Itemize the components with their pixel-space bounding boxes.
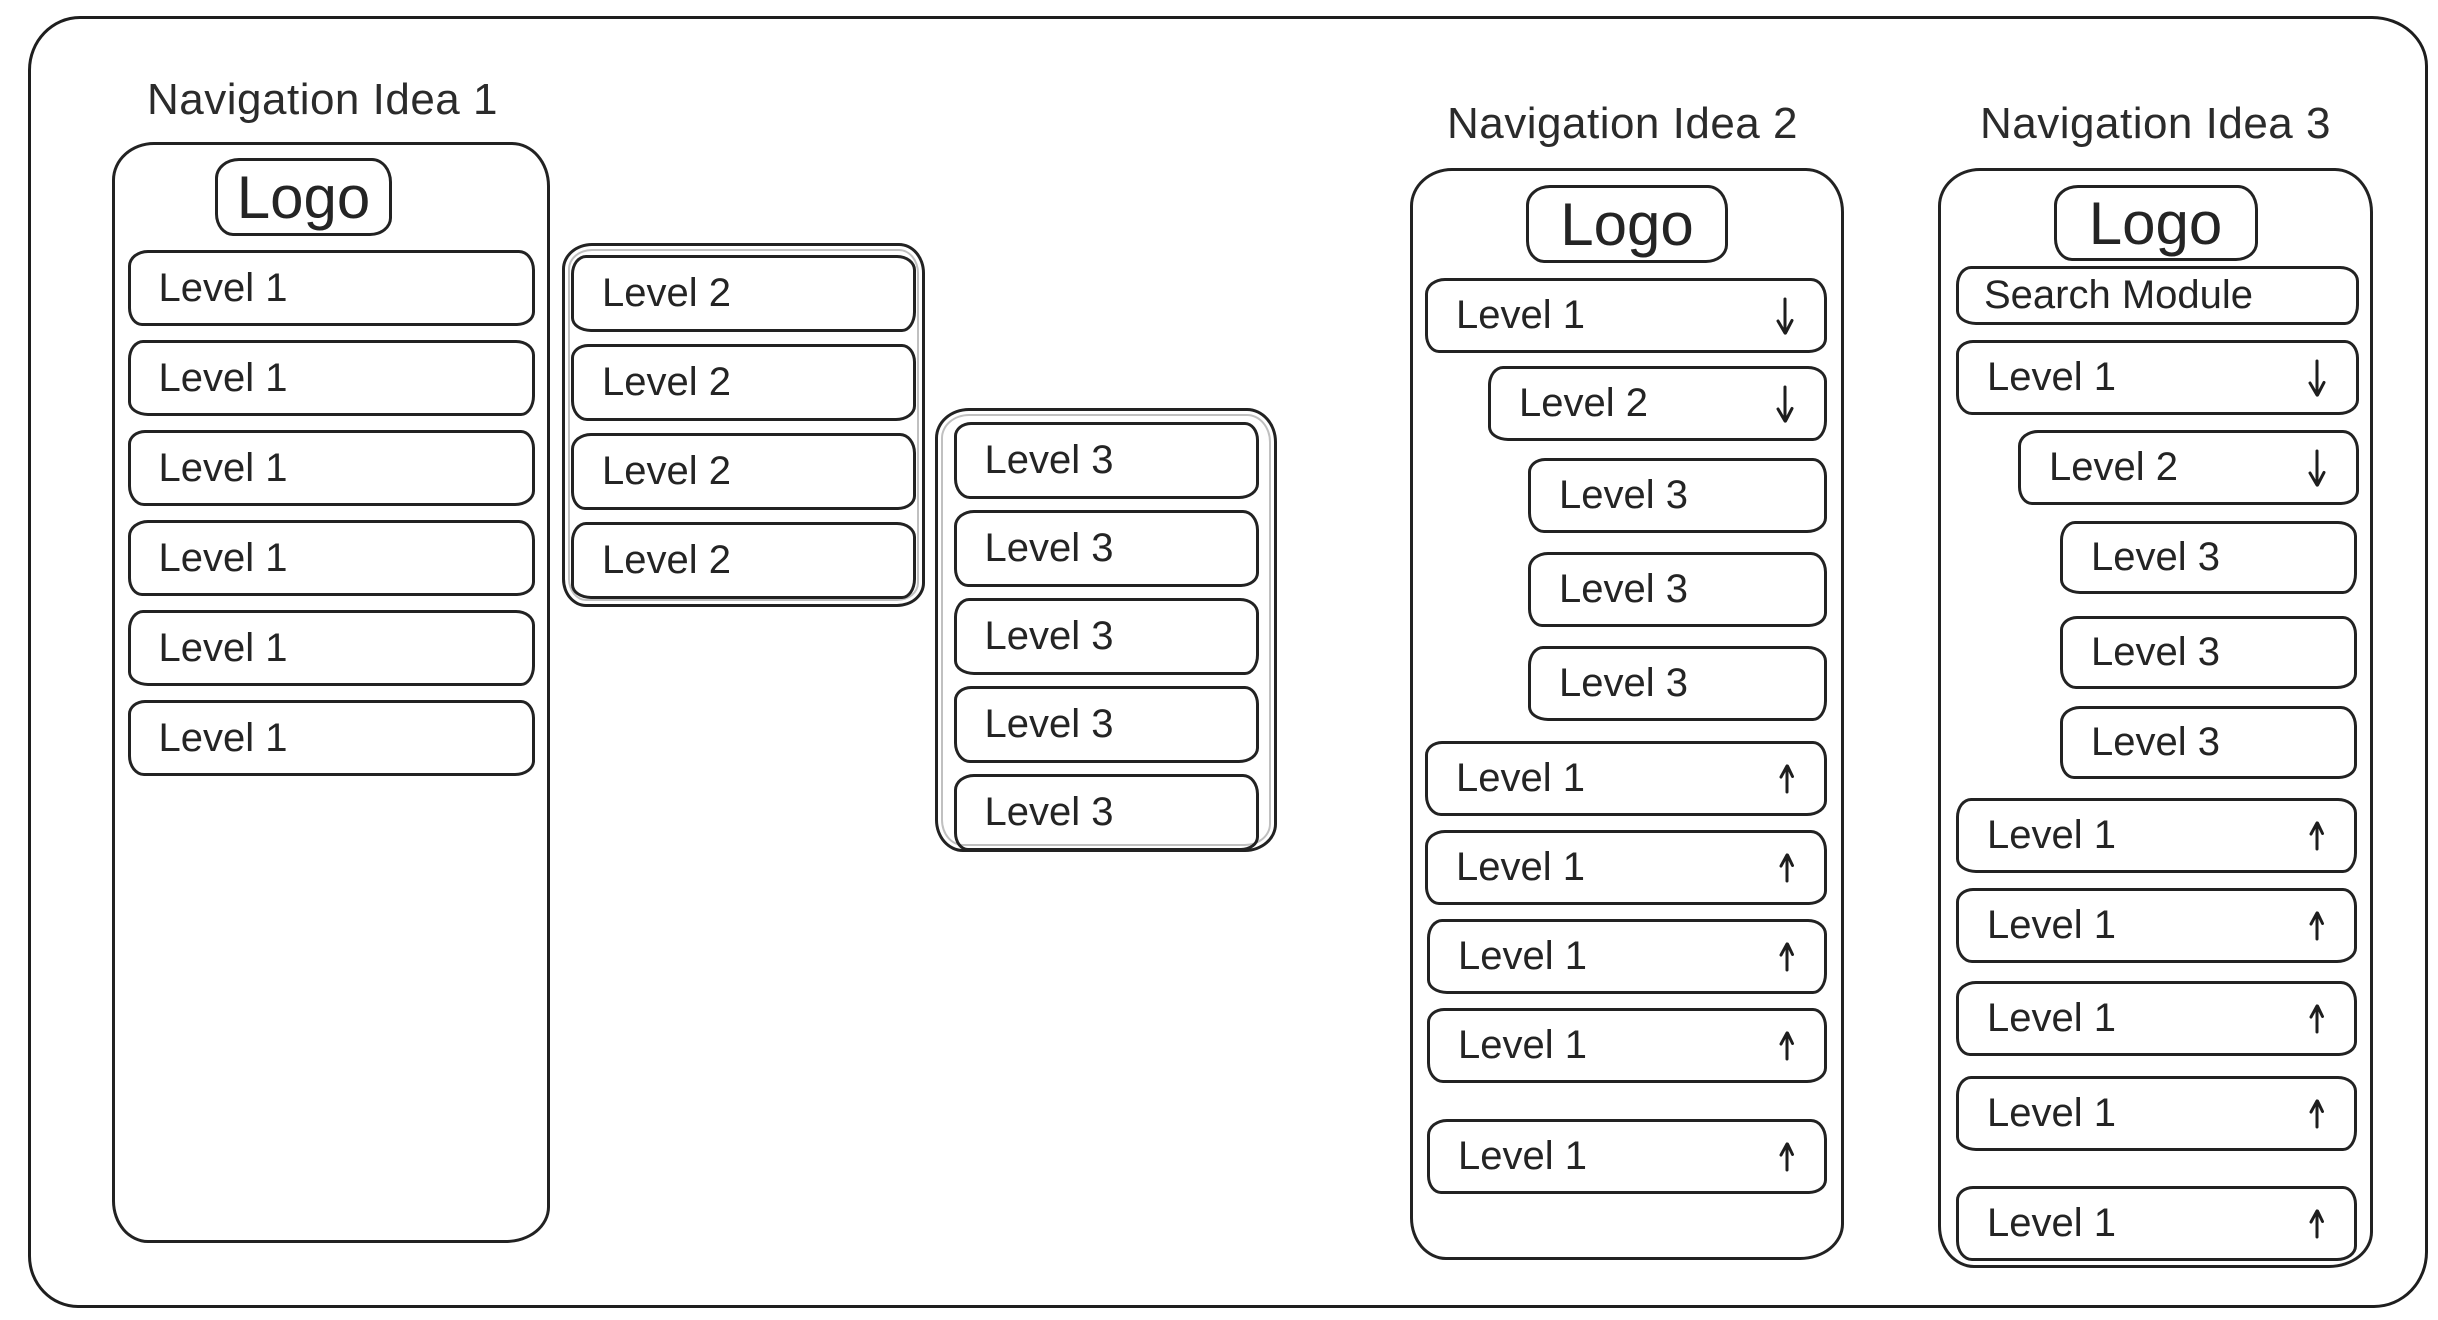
nav1-flyout-item-level3[interactable]: Level 3 xyxy=(953,510,1259,587)
nav1-item-level1[interactable]: Level 1 xyxy=(127,700,535,776)
nav1-logo[interactable]: Logo xyxy=(215,158,392,236)
nav1-level2-flyout: Level 2 Level 2 Level 2 Level 2 xyxy=(562,243,925,607)
nav3-item-level1-expanded[interactable]: Level 1 xyxy=(1956,340,2359,415)
nav3-item-level1-collapsed[interactable]: Level 1 xyxy=(1956,1186,2357,1261)
nav3-logo[interactable]: Logo xyxy=(2053,185,2258,261)
nav2-item-level1-collapsed[interactable]: Level 1 xyxy=(1425,741,1827,816)
nav1-item-level1[interactable]: Level 1 xyxy=(127,430,535,506)
arrow-down-icon xyxy=(2308,449,2326,486)
nav1-item-level1[interactable]: Level 1 xyxy=(127,610,535,686)
nav-item-label: Level 1 xyxy=(1987,1201,2116,1245)
nav3-title: Navigation Idea 3 xyxy=(1980,99,2331,148)
nav3-item-level2-expanded[interactable]: Level 2 xyxy=(2018,430,2359,505)
arrow-up-icon xyxy=(2309,1004,2324,1033)
nav2-item-level1-collapsed[interactable]: Level 1 xyxy=(1427,919,1827,994)
nav-item-label: Level 1 xyxy=(1987,1091,2116,1135)
arrow-up-icon xyxy=(2309,1099,2324,1128)
arrow-down-icon xyxy=(1776,385,1794,422)
nav-item-label: Level 1 xyxy=(1987,903,2116,947)
nav-item-label: Level 2 xyxy=(1519,381,1648,425)
arrow-up-icon xyxy=(2309,821,2324,850)
nav2-item-level2-expanded[interactable]: Level 2 xyxy=(1488,366,1827,441)
nav2-item-level3[interactable]: Level 3 xyxy=(1528,458,1827,533)
nav2-title: Navigation Idea 2 xyxy=(1447,99,1798,148)
nav3-item-level1-collapsed[interactable]: Level 1 xyxy=(1956,888,2357,963)
nav2-item-level1-collapsed[interactable]: Level 1 xyxy=(1427,1119,1827,1194)
arrow-up-icon xyxy=(1779,853,1794,882)
nav-item-label: Level 1 xyxy=(1987,996,2116,1040)
nav3-item-level3[interactable]: Level 3 xyxy=(2060,616,2357,689)
nav3-item-level1-collapsed[interactable]: Level 1 xyxy=(1956,981,2357,1056)
nav-item-label: Level 2 xyxy=(2049,445,2178,489)
arrow-up-icon xyxy=(1779,942,1794,971)
arrow-down-icon xyxy=(2308,359,2326,396)
nav1-level3-flyout: Level 3 Level 3 Level 3 Level 3 Level 3 xyxy=(935,408,1277,852)
nav-item-label: Level 1 xyxy=(1987,355,2116,399)
arrow-up-icon xyxy=(2309,911,2324,940)
nav2-panel: Logo Level 1 Level 2 Level 3 Level 3 Lev… xyxy=(1410,168,1844,1260)
arrow-up-icon xyxy=(1779,1142,1794,1171)
nav2-item-level1-expanded[interactable]: Level 1 xyxy=(1425,278,1827,353)
nav1-flyout-item-level2[interactable]: Level 2 xyxy=(571,522,916,599)
arrow-up-icon xyxy=(2309,1209,2324,1238)
nav3-panel: Logo Search Module Level 1 Level 2 Level… xyxy=(1938,168,2373,1268)
nav2-item-level3[interactable]: Level 3 xyxy=(1528,646,1827,721)
nav1-title: Navigation Idea 1 xyxy=(147,75,498,124)
arrow-up-icon xyxy=(1779,1031,1794,1060)
arrow-up-icon xyxy=(1779,764,1794,793)
nav-item-label: Level 1 xyxy=(1456,756,1585,800)
nav3-item-level3[interactable]: Level 3 xyxy=(2060,521,2357,594)
nav3-item-level1-collapsed[interactable]: Level 1 xyxy=(1956,798,2357,873)
nav2-item-level1-collapsed[interactable]: Level 1 xyxy=(1427,1008,1827,1083)
nav2-logo[interactable]: Logo xyxy=(1526,185,1728,263)
nav1-item-level1[interactable]: Level 1 xyxy=(127,520,535,596)
nav-item-label: Level 1 xyxy=(1987,813,2116,857)
nav3-item-level1-collapsed[interactable]: Level 1 xyxy=(1956,1076,2357,1151)
nav1-flyout-item-level3[interactable]: Level 3 xyxy=(953,686,1259,763)
nav1-flyout-item-level3[interactable]: Level 3 xyxy=(953,422,1259,499)
nav2-item-level3[interactable]: Level 3 xyxy=(1528,552,1827,627)
nav1-item-level1[interactable]: Level 1 xyxy=(127,250,535,326)
nav1-flyout-item-level2[interactable]: Level 2 xyxy=(571,344,916,421)
arrow-down-icon xyxy=(1776,297,1794,334)
nav3-search-module[interactable]: Search Module xyxy=(1956,266,2359,325)
nav2-item-level1-collapsed[interactable]: Level 1 xyxy=(1425,830,1827,905)
nav1-flyout-item-level2[interactable]: Level 2 xyxy=(571,255,916,332)
nav-item-label: Level 1 xyxy=(1458,1023,1587,1067)
nav1-flyout-item-level3[interactable]: Level 3 xyxy=(953,598,1259,675)
nav1-item-level1[interactable]: Level 1 xyxy=(127,340,535,416)
nav-item-label: Level 1 xyxy=(1456,293,1585,337)
nav1-flyout-item-level2[interactable]: Level 2 xyxy=(571,433,916,510)
nav3-item-level3[interactable]: Level 3 xyxy=(2060,706,2357,779)
nav-item-label: Level 1 xyxy=(1458,1134,1587,1178)
nav-item-label: Level 1 xyxy=(1456,845,1585,889)
nav1-panel: Logo Level 1 Level 1 Level 1 Level 1 Lev… xyxy=(112,142,550,1243)
nav1-flyout-item-level3[interactable]: Level 3 xyxy=(953,774,1259,851)
nav-item-label: Level 1 xyxy=(1458,934,1587,978)
